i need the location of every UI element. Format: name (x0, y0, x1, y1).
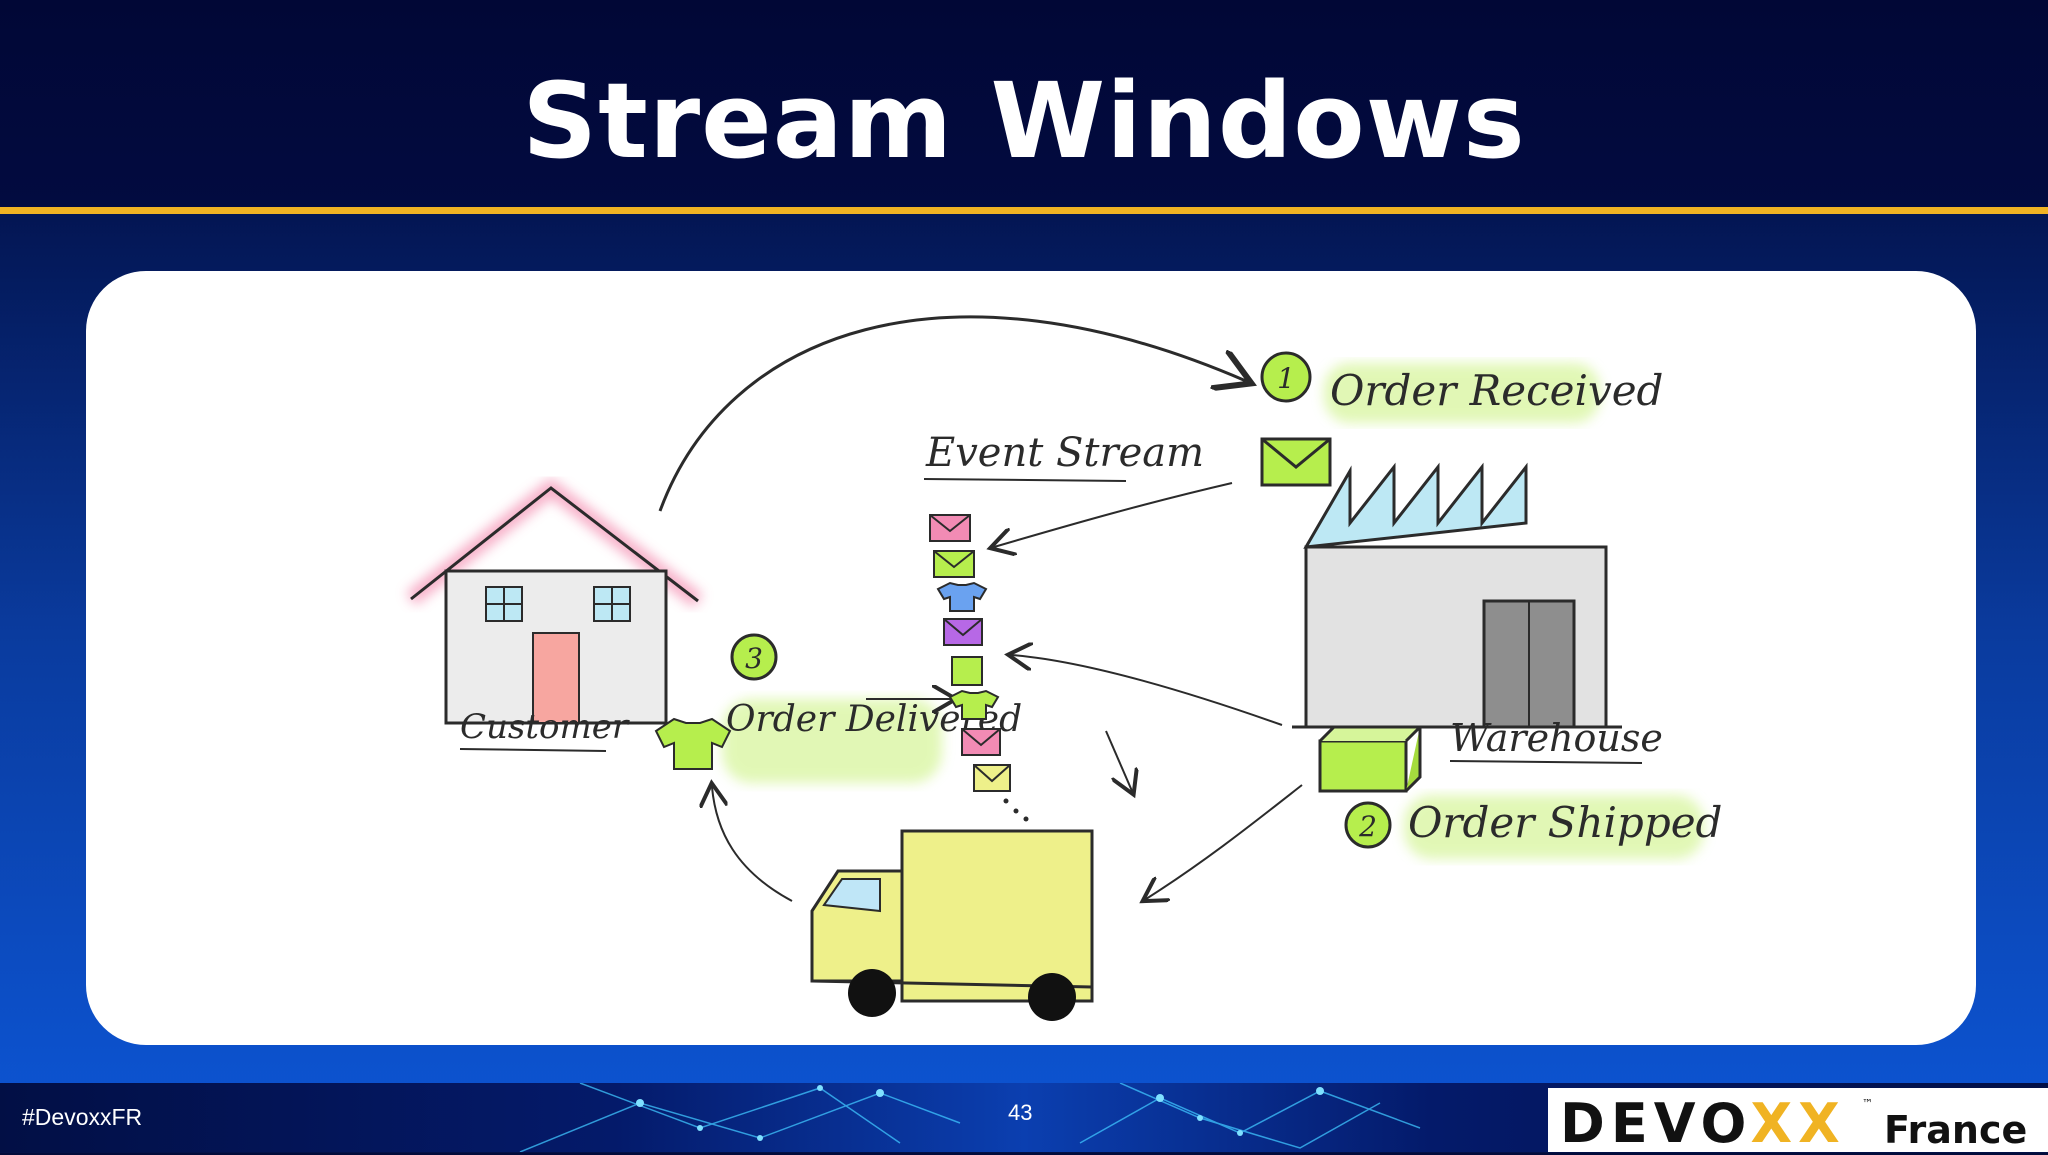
envelope-icon (1260, 437, 1332, 487)
slide-title: Stream Windows (522, 60, 1526, 182)
devoxx-logo (1548, 1088, 2048, 1152)
box-icon (1318, 725, 1424, 793)
step-1-badge (1260, 351, 1312, 403)
network-decoration (519, 1083, 1421, 1152)
step-1-number: 1 (1277, 362, 1295, 395)
page-number: 43 (1008, 1100, 1033, 1125)
envelope-icon (973, 764, 1011, 792)
event-stream-label: Event Stream (925, 430, 1204, 476)
step-3-number: 3 (745, 642, 763, 675)
warehouse-label: Warehouse (1450, 716, 1663, 760)
shirt-icon (936, 581, 988, 612)
shirt-icon (654, 717, 732, 770)
logo-france: France (1884, 1108, 2028, 1152)
event-hashtag: #DevoxxFR (22, 1104, 143, 1130)
arrow-customer-to-warehouse (658, 315, 1246, 512)
envelope-icon (961, 728, 1001, 756)
envelope-icon (933, 550, 975, 578)
customer-label: Customer (460, 707, 630, 747)
step-2-number: 2 (1358, 810, 1377, 843)
shirt-icon (948, 689, 1000, 720)
diagram-panel: Customer 3 Order Delivered Event Stream (86, 271, 1976, 1045)
envelope-icon (929, 514, 971, 542)
box-icon (951, 656, 983, 686)
step-2-label: Order Shipped (1408, 798, 1722, 847)
event-stream-items (929, 514, 1029, 822)
stream-diagram: Customer 3 Order Delivered Event Stream (406, 315, 1722, 1021)
house-icon (406, 477, 703, 725)
devoxx-logo-wordmark: DEVOXX (1560, 1092, 1846, 1155)
factory-icon (1292, 462, 1622, 729)
logo-trademark: ™ (1862, 1097, 1873, 1110)
step-2-badge (1344, 801, 1392, 849)
truck-icon (810, 829, 1094, 1021)
step-3-badge (730, 633, 778, 681)
step-1-label: Order Received (1330, 366, 1663, 415)
title-bar (0, 0, 2048, 208)
envelope-icon (943, 618, 983, 646)
title-underline (0, 207, 2048, 214)
